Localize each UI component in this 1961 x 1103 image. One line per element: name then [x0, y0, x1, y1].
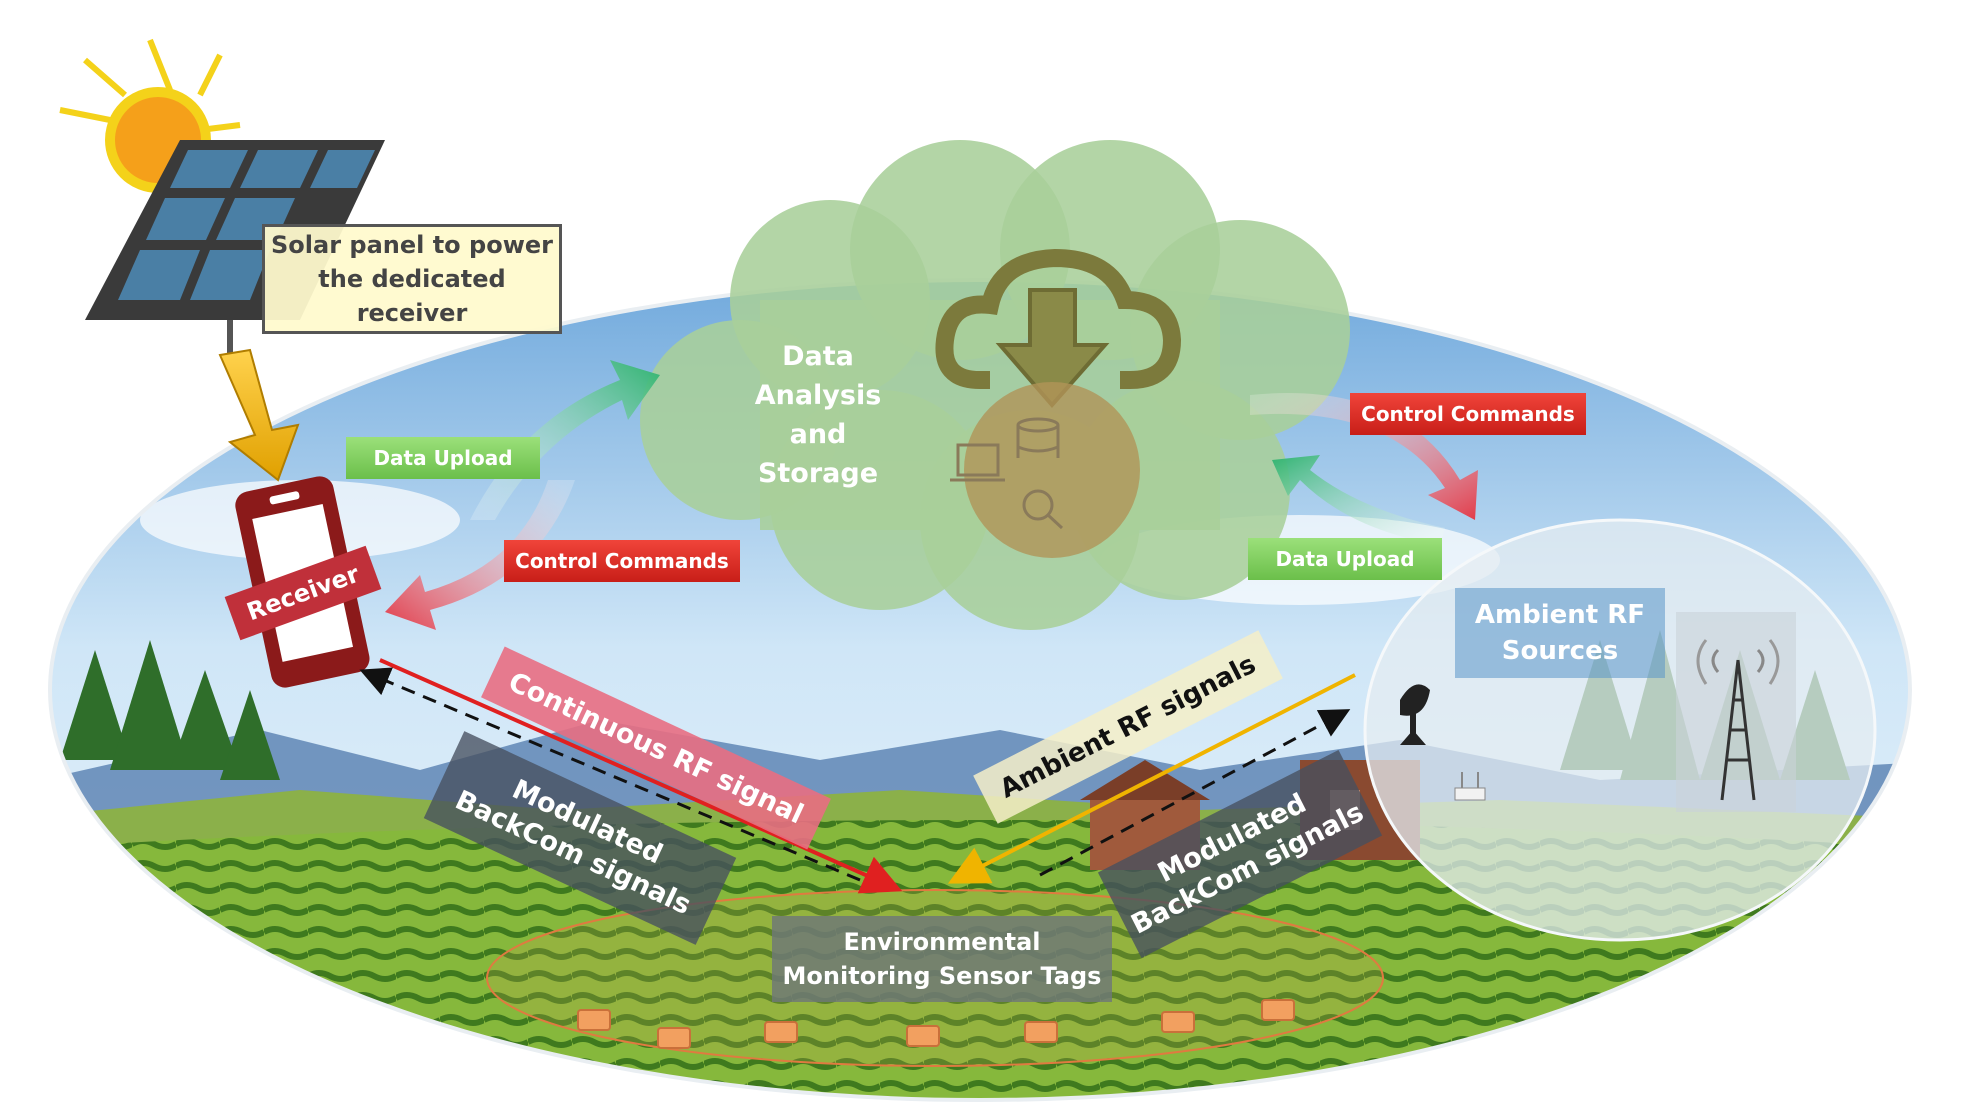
solar-panel-label: Solar panel to power the dedicated recei…	[262, 224, 562, 334]
trees-left	[60, 640, 280, 780]
ambient-rf-circle	[1363, 518, 1877, 942]
cell-tower-icon	[1696, 639, 1780, 801]
data-upload-arrow-left	[470, 360, 660, 520]
modulated-backcom-arrow-right	[1039, 709, 1351, 877]
sensor-tags	[577, 999, 1295, 1049]
sensor-tag	[906, 1025, 940, 1047]
satellite-dish-icon	[1400, 684, 1430, 745]
cloud-download-icon	[935, 248, 1182, 558]
power-arrow	[218, 348, 300, 482]
search-analytics-icon	[1022, 489, 1054, 521]
solar-label-line2: the dedicated receiver	[318, 265, 506, 327]
sensor-tag	[764, 1021, 798, 1043]
ambient-rf-sources-label: Ambient RF Sources	[1455, 588, 1665, 678]
analytics-icons	[950, 417, 1064, 530]
sensor-tag	[1024, 1021, 1058, 1043]
data-upload-arrow-right	[1272, 455, 1445, 545]
sensor-tag	[657, 1027, 691, 1049]
router-icon	[1454, 772, 1486, 801]
cloud-title: Data Analysis and Storage	[754, 341, 882, 489]
tower-bg	[1676, 612, 1796, 812]
control-commands-label-right: Control Commands	[1350, 393, 1586, 435]
sensor-tag	[1161, 1011, 1195, 1033]
modulated-backcom-arrow-left	[359, 667, 861, 882]
solar-label-line1: Solar panel to power	[271, 231, 553, 259]
laptop-gear-icon	[956, 443, 1000, 477]
sensor-tags-label: Environmental Monitoring Sensor Tags	[772, 916, 1112, 1002]
sensor-tag	[1261, 999, 1295, 1021]
data-upload-label-right: Data Upload	[1248, 538, 1442, 580]
data-upload-label-left: Data Upload	[346, 437, 540, 479]
continuous-rf-arrow	[379, 658, 903, 894]
data-cloud	[640, 140, 1350, 630]
sensor-tag	[577, 1009, 611, 1031]
control-commands-arrow-left	[385, 480, 575, 630]
control-commands-label-left: Control Commands	[504, 540, 740, 582]
ambient-rf-arrow	[947, 673, 1356, 884]
